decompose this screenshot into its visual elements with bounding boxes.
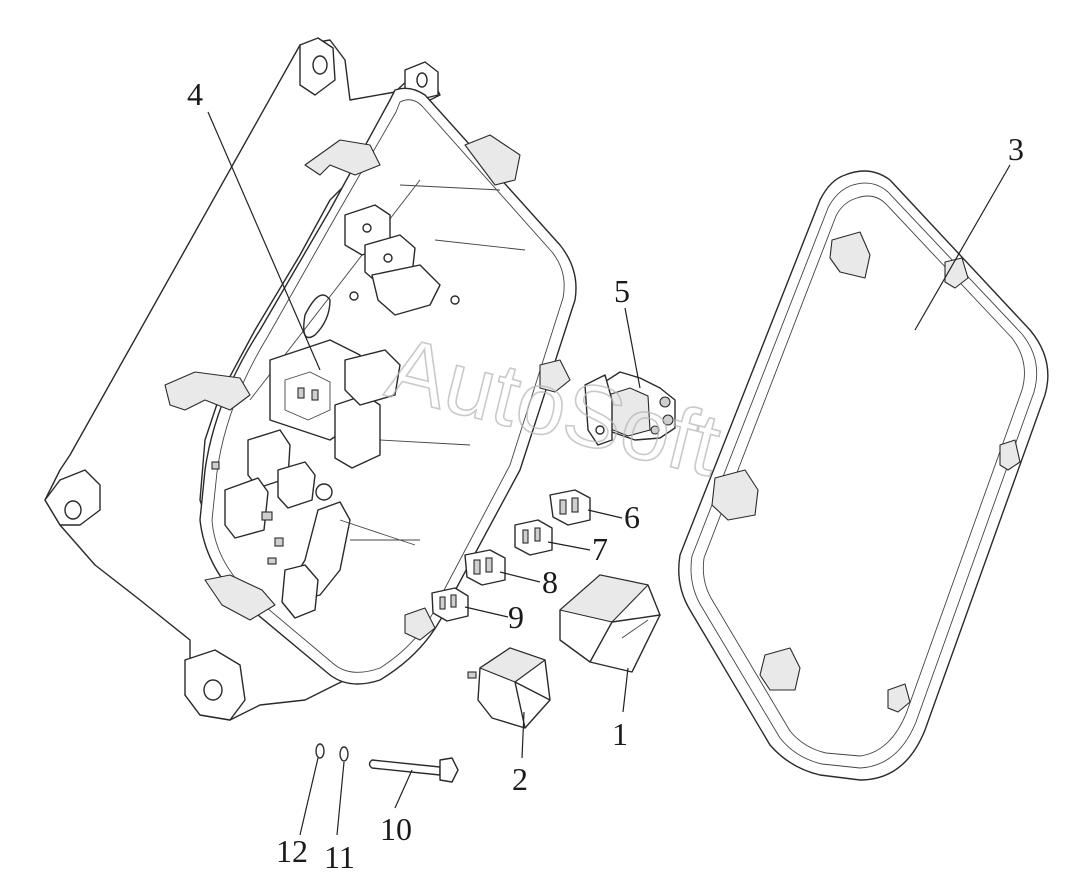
- part-7-fuse: [514, 519, 553, 556]
- callout-4: 4: [187, 76, 203, 112]
- callout-9: 9: [508, 599, 524, 635]
- callout-3: 3: [1008, 131, 1024, 167]
- part-12-nut: [315, 743, 325, 759]
- part-3-lid: [678, 170, 1049, 781]
- part-6-fuse: [549, 489, 591, 526]
- callout-10: 10: [380, 811, 412, 847]
- part-2-small-relay: [467, 647, 551, 729]
- part-9-fuse: [431, 587, 469, 622]
- part-4-housing: [44, 37, 577, 721]
- leader-lines: [207, 111, 1011, 836]
- part-11-washer: [339, 746, 349, 762]
- callout-1: 1: [612, 716, 628, 752]
- callout-8: 8: [542, 564, 558, 600]
- part-1-large-relay: [559, 574, 661, 673]
- part-5-solenoid: [584, 371, 676, 446]
- callout-7: 7: [592, 531, 608, 567]
- callout-6: 6: [624, 499, 640, 535]
- callout-5: 5: [614, 273, 630, 309]
- callout-12: 12: [276, 833, 308, 869]
- callout-11: 11: [324, 839, 355, 875]
- part-8-fuse: [464, 549, 506, 586]
- part-10-bolt: [368, 757, 459, 783]
- callout-2: 2: [512, 761, 528, 797]
